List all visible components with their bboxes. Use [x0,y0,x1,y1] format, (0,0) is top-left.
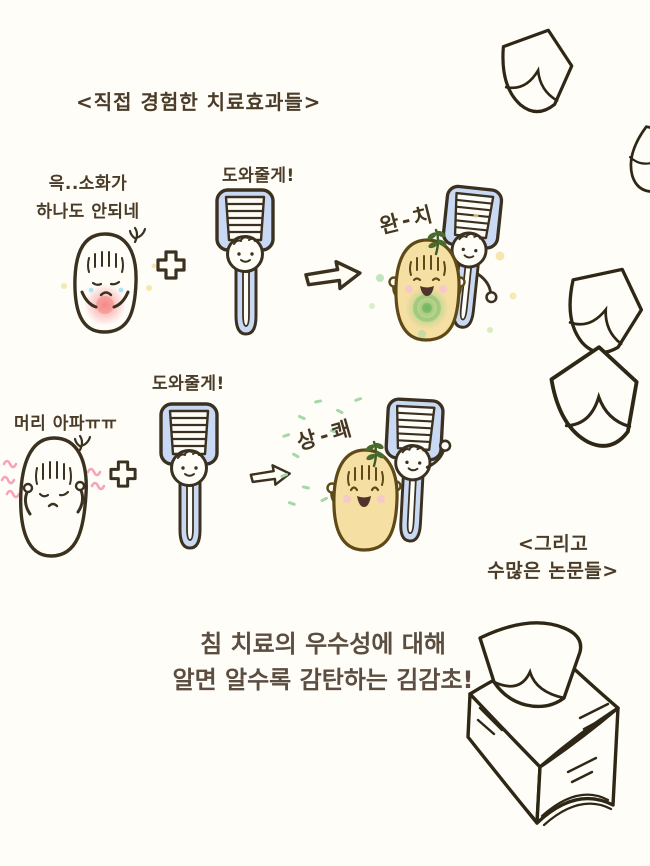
bottom-caption: 침 치료의 우수성에 대해 알면 알수록 감탄하는 김감초! [118,626,528,698]
tear-drop [88,287,94,293]
tear-drop [118,287,124,293]
pain-squiggles [0,459,106,499]
treatment-result-cured [369,183,517,342]
sparkle-dot [151,263,157,269]
stomach-pain-glow [84,284,126,326]
sparkle-dot [146,285,152,291]
plus-icon [156,250,186,280]
patient1-speech-line2: 하나도 안되네 [36,202,140,222]
sparkle-dot [61,283,67,289]
sprout-icon [128,226,147,244]
bottom-caption-line1: 침 치료의 우수성에 대해 [200,630,446,658]
patient-character-stomachache [61,226,157,334]
patient2-speech: 머리 아파ㅠㅠ [14,414,118,434]
healing-glow [405,286,449,330]
plus-icon [109,460,137,488]
sparkles [369,213,517,338]
papers-note: <그리고 수많은 논문들> [468,531,638,585]
needle2-speech: 도와줄게! [152,374,225,394]
flying-paper-icon [546,340,647,454]
healed-character [326,448,402,552]
papers-note-line1: <그리고 [517,533,589,555]
needle1-speech: 도와줄게! [222,166,295,186]
patient1-speech: 윽..소화가 하나도 안되네 [8,170,168,226]
flying-paper-icon [612,111,650,206]
bottom-caption-line2: 알면 알수록 감탄하는 김감초! [172,666,474,694]
needle-character [379,396,452,545]
healed-character [388,238,466,342]
flying-paper-icon [555,256,650,362]
patient-character-headache [0,434,106,558]
sprout-icon [73,434,92,452]
needle-character [432,183,505,332]
page-title: <직접 경험한 치료효과들> [76,90,322,114]
tissue-box-of-papers-icon [466,621,620,827]
needle-character [215,188,275,336]
papers-note-line2: 수많은 논문들> [487,560,619,582]
arrow-right-icon [303,258,363,293]
flying-paper-icon [495,24,577,117]
patient1-speech-line1: 윽..소화가 [48,174,128,194]
treatment-result-refreshed [280,396,452,552]
needle-character [159,402,219,550]
paper-sheet [478,621,583,709]
